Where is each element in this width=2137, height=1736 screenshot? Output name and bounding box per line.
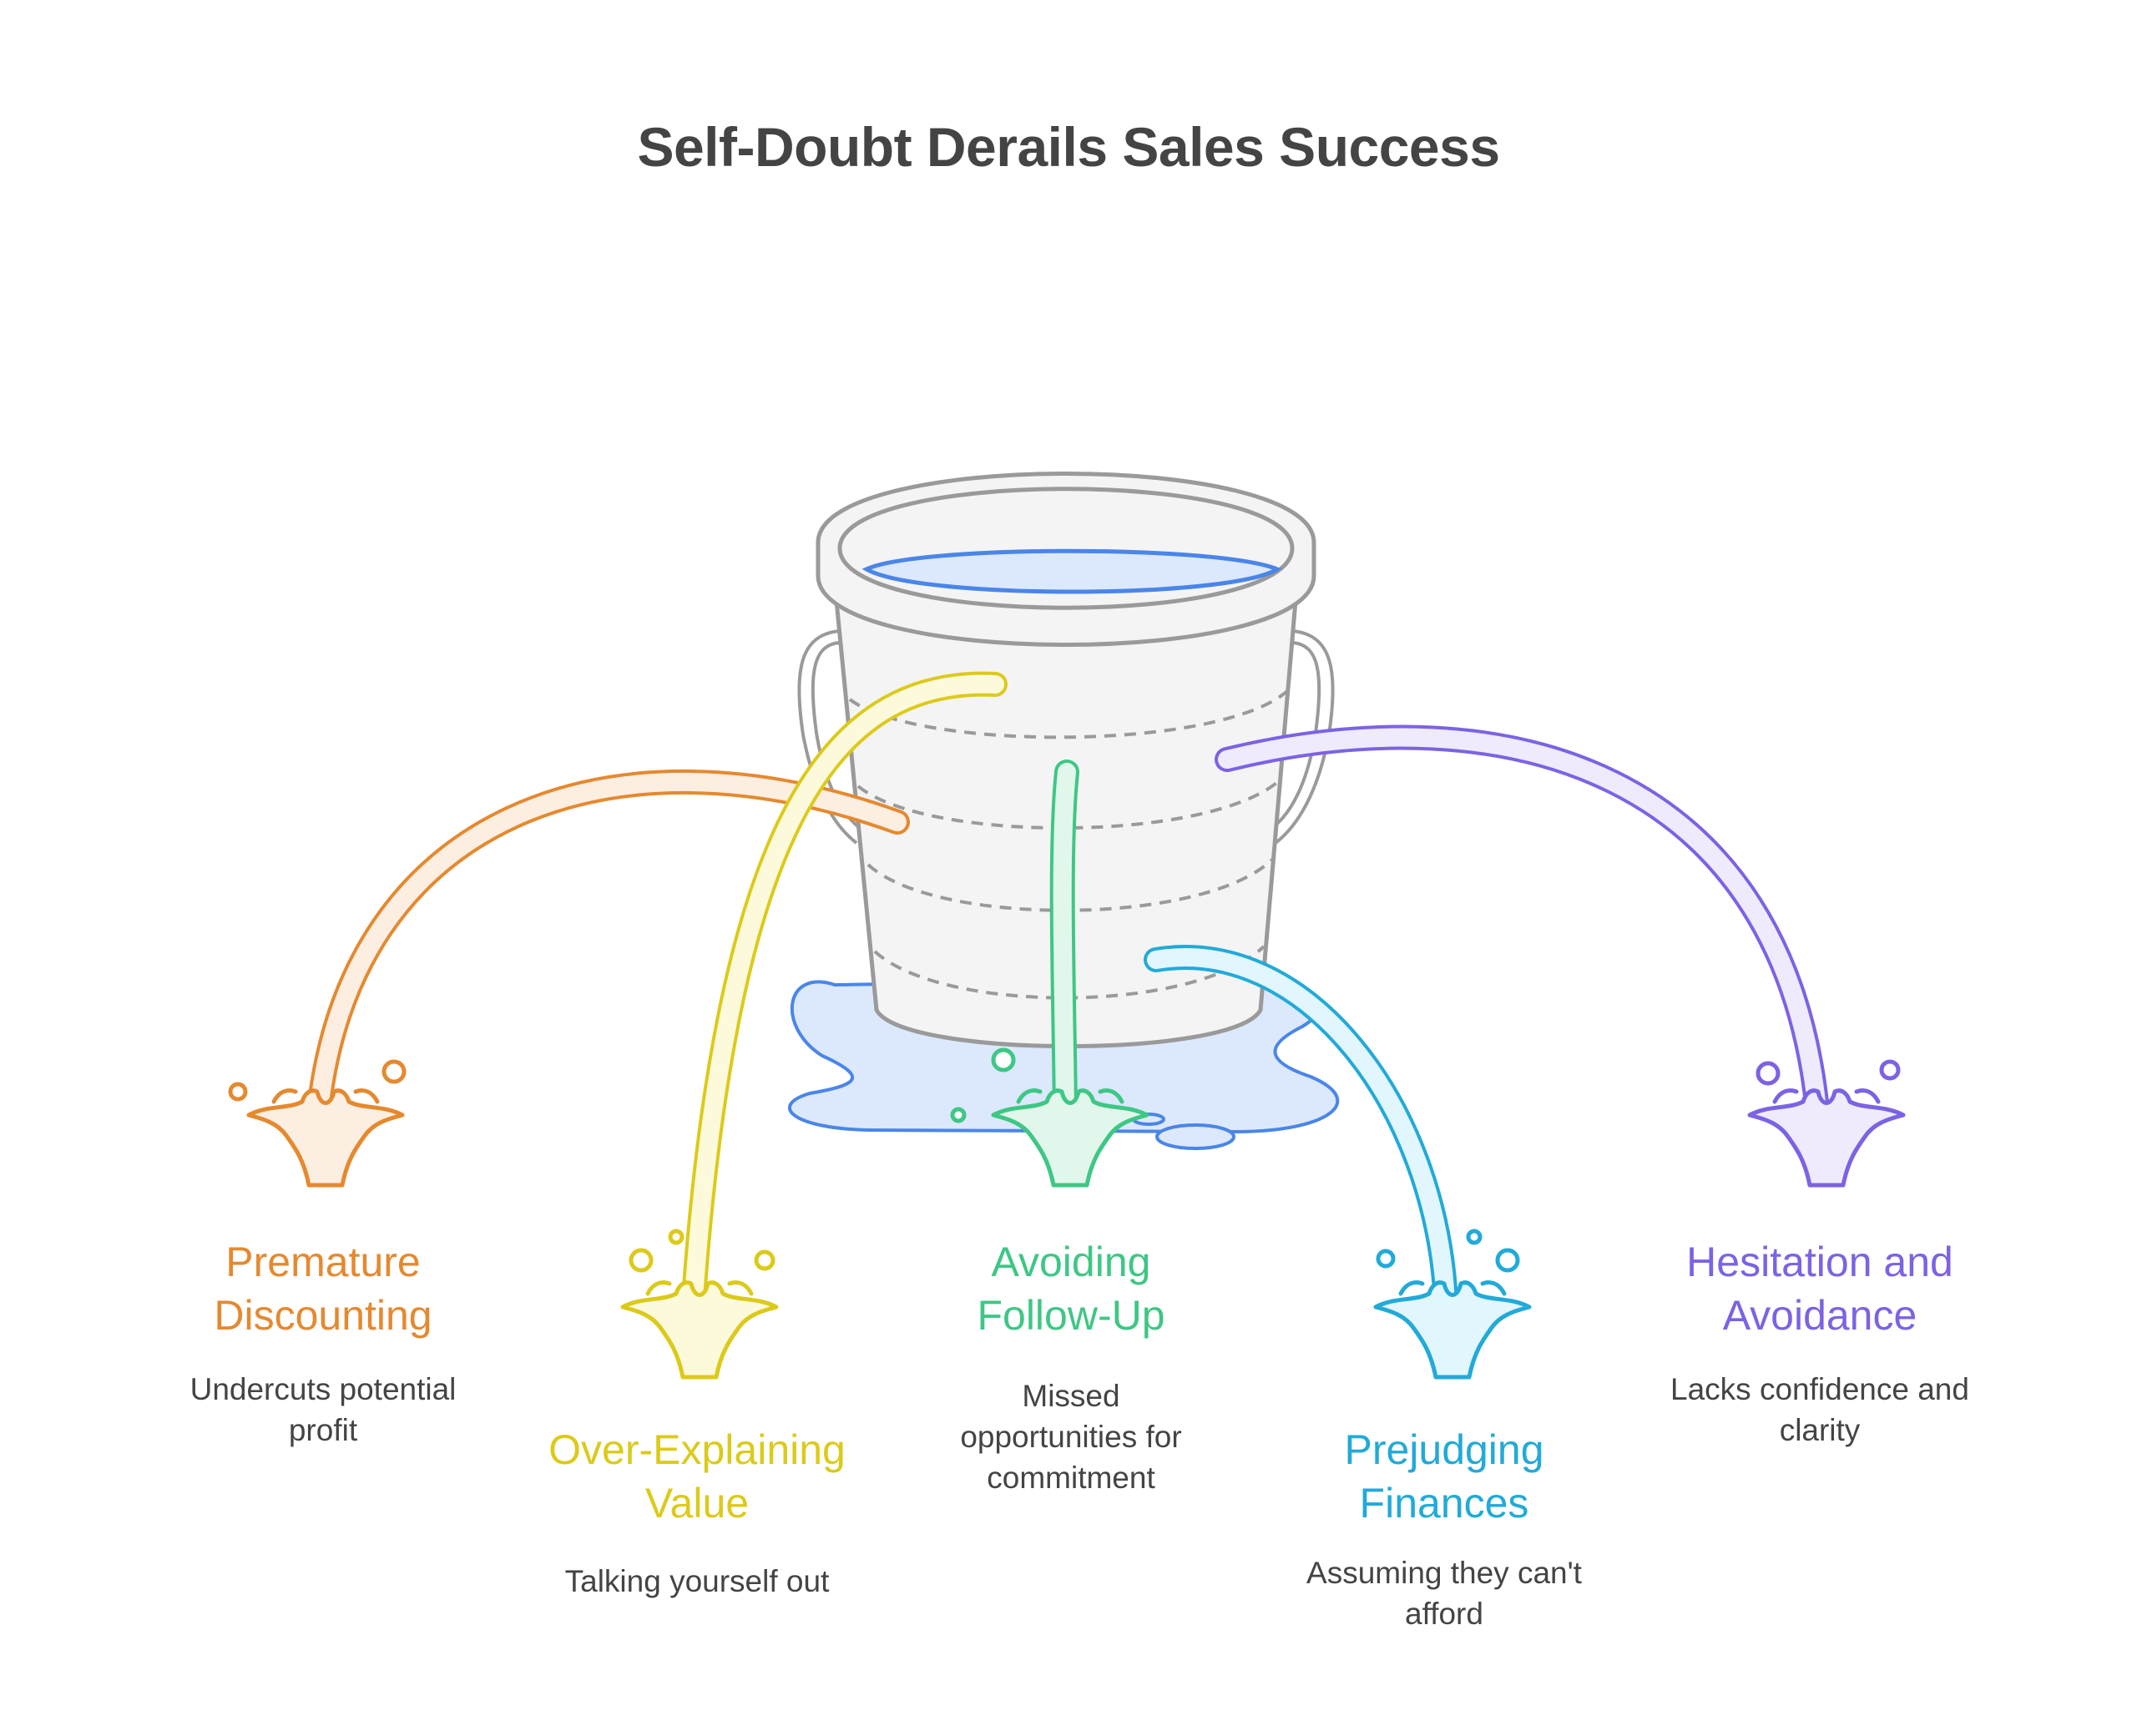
bubble	[228, 1082, 248, 1102]
bubble	[950, 1107, 967, 1123]
leak-description: Missed opportunities for commitment	[960, 1379, 1182, 1495]
bubble	[1376, 1249, 1396, 1269]
leak-description: Talking yourself out	[564, 1564, 830, 1598]
leak-label: Avoiding Follow-Up	[977, 1239, 1165, 1339]
leak-description: Assuming they can't afford	[1306, 1556, 1582, 1631]
bubble	[1879, 1059, 1901, 1081]
bubble	[754, 1249, 775, 1271]
bucket	[816, 472, 1316, 1048]
leak-label: Premature Discounting	[214, 1239, 432, 1339]
splash-icon	[228, 1059, 407, 1188]
leak-label: Prejudging Finances	[1344, 1426, 1544, 1527]
bubble	[629, 1248, 654, 1273]
leak-stream	[1144, 945, 1458, 1315]
page-title: Self-Doubt Derails Sales Success	[637, 116, 1500, 178]
splash-icon	[1747, 1059, 1906, 1188]
bubble	[668, 1229, 685, 1245]
leak-label: Hesitation and Avoidance	[1686, 1239, 1953, 1339]
leak-label: Over-Explaining Value	[548, 1426, 846, 1527]
leak-stream	[306, 770, 910, 1123]
leak-description: Undercuts potential profit	[189, 1372, 457, 1447]
bubble	[1495, 1248, 1520, 1273]
splash-icon	[1373, 1229, 1532, 1380]
bubble	[1756, 1061, 1781, 1086]
leak-stream	[1215, 724, 1831, 1131]
splash-icon	[620, 1229, 779, 1380]
bubble	[991, 1047, 1016, 1072]
leak-description: Lacks confidence and clarity	[1670, 1372, 1969, 1447]
leak-stream	[1049, 760, 1079, 1131]
bubble	[381, 1059, 407, 1084]
leak-stream	[679, 671, 1008, 1348]
bubble	[1466, 1229, 1483, 1245]
splash-icon	[950, 1047, 1149, 1188]
